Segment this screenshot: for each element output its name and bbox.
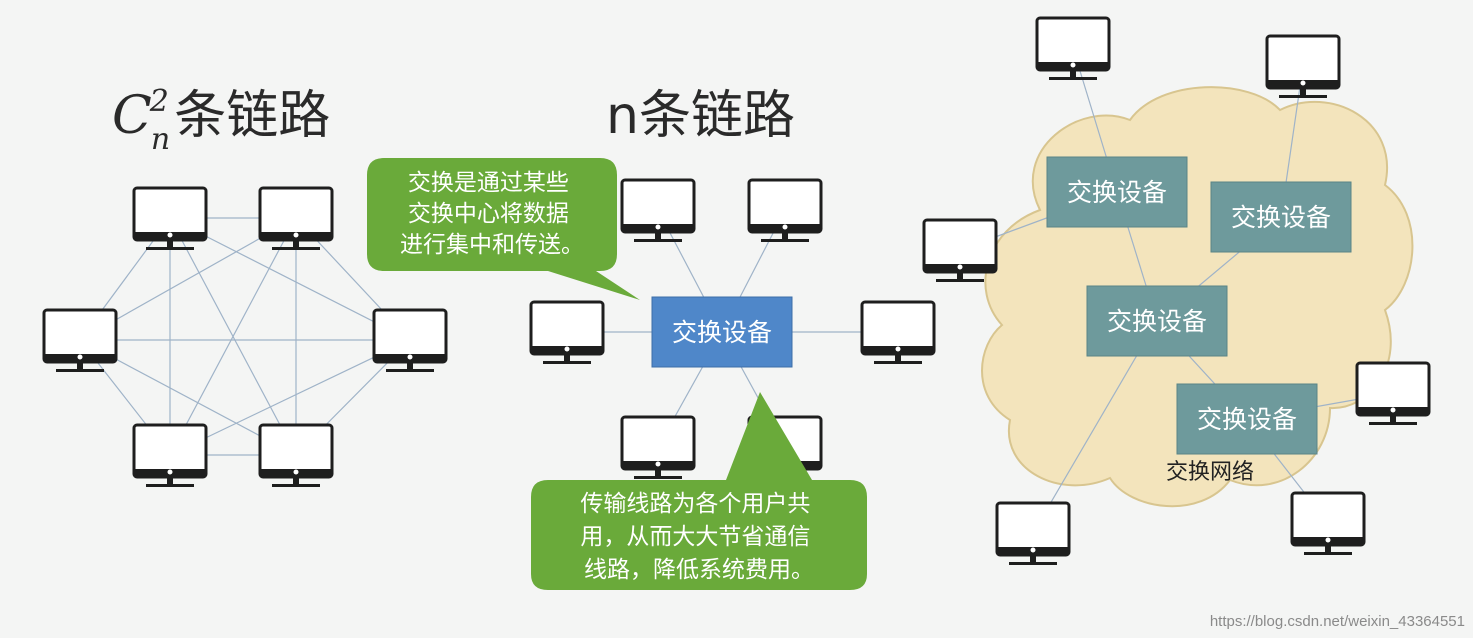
- svg-text:传输线路为各个用户共 用，从而大大节省通信: 传输线路为各个用户共 用，从而大大节省通信 线路，降低系统费用。: [580, 491, 817, 583]
- callout-bottom-line: 传输线路为各个用户共: [580, 491, 810, 517]
- computer-icon: [620, 415, 696, 481]
- callout-top: 交换是通过某些 交换中心将数据 进行集中和传送。: [367, 158, 640, 300]
- mesh-title-label: 条链路: [174, 86, 330, 146]
- computer-icon: [1355, 361, 1431, 427]
- mesh-title-base: C: [112, 86, 152, 146]
- computer-icon: [1035, 16, 1111, 82]
- mesh-title-subscript: n: [151, 122, 170, 157]
- switch-label: 交换设备: [672, 318, 772, 347]
- network-switch: 交换设备: [1086, 285, 1228, 357]
- computer-icon: [258, 186, 334, 252]
- computer-icon: [42, 308, 118, 374]
- computer-icon: [747, 178, 823, 244]
- star-title: n条链路: [606, 86, 795, 146]
- network-switch: 交换设备: [1046, 156, 1188, 228]
- network-label: 交换网络: [1166, 460, 1254, 485]
- computer-icon: [529, 300, 605, 366]
- switch-label: 交换设备: [1067, 178, 1167, 207]
- star-panel: n条链路 交换设备 交换是通过某些 交换中心将数据 进行集中和传送。: [367, 86, 936, 590]
- computer-icon: [258, 423, 334, 489]
- computer-icon: [1265, 34, 1341, 100]
- mesh-title-superscript: 2: [149, 84, 169, 119]
- computer-icon: [860, 300, 936, 366]
- computer-icon: [132, 423, 208, 489]
- computer-icon: [372, 308, 448, 374]
- mesh-links: [79, 217, 411, 456]
- network-panel: 交换设备 交换设备 交换设备 交换设备 交换网络: [922, 16, 1431, 567]
- callout-top-line: 进行集中和传送。: [400, 232, 584, 258]
- computer-icon: [995, 501, 1071, 567]
- callout-top-line: 交换中心将数据: [408, 201, 569, 227]
- central-switch: 交换设备: [651, 296, 793, 368]
- callout-bottom: 传输线路为各个用户共 用，从而大大节省通信 线路，降低系统费用。: [531, 392, 867, 590]
- computer-icon: [132, 186, 208, 252]
- svg-text:交换是通过某些 交换中心将数据: 交换是通过某些 交换中心将数据 进行集中和传送。: [400, 170, 584, 258]
- computer-icon: [922, 218, 998, 284]
- network-switch: 交换设备: [1176, 383, 1318, 455]
- switch-label: 交换设备: [1107, 307, 1207, 336]
- network-switch: 交换设备: [1210, 181, 1352, 253]
- callout-top-line: 交换是通过某些: [408, 170, 569, 196]
- callout-bottom-line: 线路，降低系统费用。: [584, 557, 814, 583]
- switch-label: 交换设备: [1231, 203, 1331, 232]
- callout-bottom-line: 用，从而大大节省通信: [580, 524, 810, 550]
- watermark: https://blog.csdn.net/weixin_43364551: [1210, 613, 1465, 630]
- switch-label: 交换设备: [1197, 405, 1297, 434]
- computer-icon: [1290, 491, 1366, 557]
- computer-icon: [620, 178, 696, 244]
